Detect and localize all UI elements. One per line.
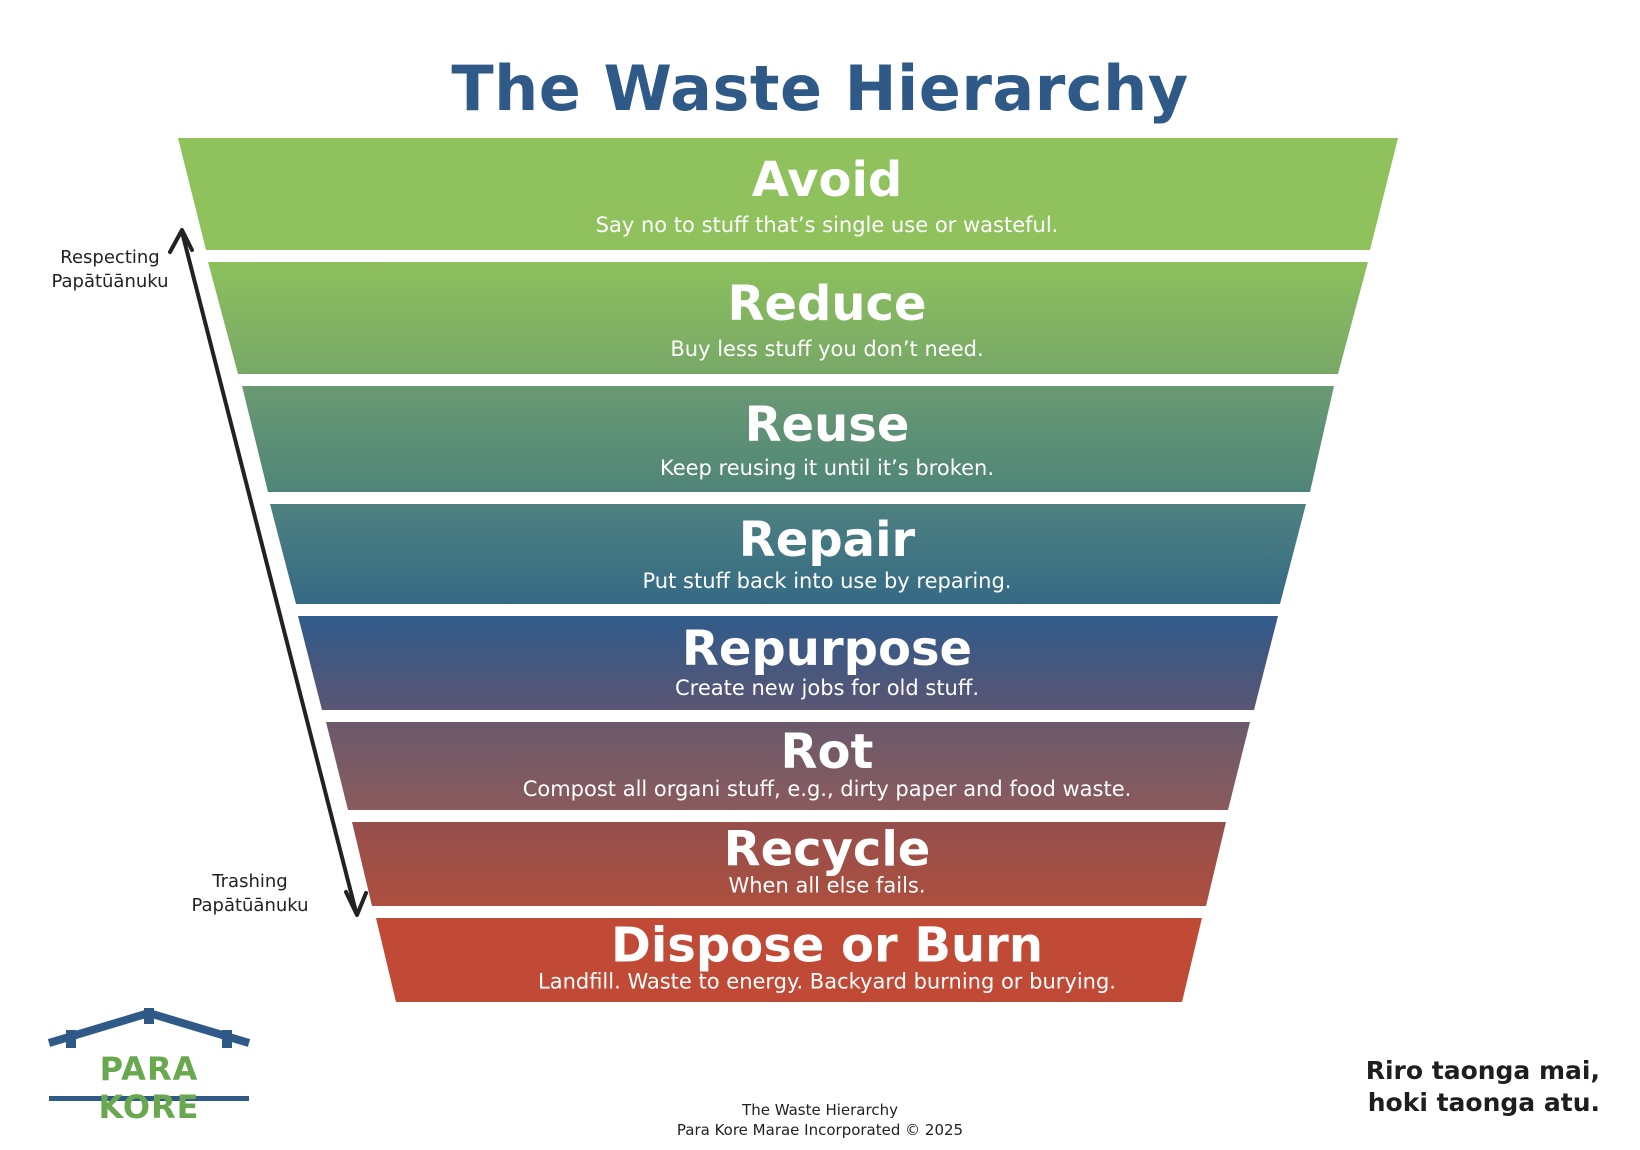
double-arrow-icon [168,228,368,917]
level-title: Rot [781,724,874,780]
level-band [326,722,1250,810]
level-description: Buy less stuff you don’t need. [670,337,983,361]
house-roof-icon [47,1008,251,1101]
footer-line-1: The Waste Hierarchy [742,1101,898,1119]
trashing-label: Trashing Papātūānuku [191,871,309,916]
motto: Riro taonga mai, hoki taonga atu. [1365,1056,1600,1117]
logo-text: PARA KORE [98,1050,200,1126]
level-title: Repair [739,512,916,568]
level-band [208,262,1368,374]
page-title: The Waste Hierarchy [451,52,1189,125]
para-kore-logo: PARA KORE [44,1008,254,1126]
level-title: Recycle [724,822,931,878]
level-description: Say no to stuff that’s single use or was… [596,213,1059,237]
level-band [298,616,1278,710]
level-description: Compost all organi stuff, e.g., dirty pa… [523,777,1132,801]
level-band [352,822,1226,906]
footer-line-2: Para Kore Marae Incorporated © 2025 [676,1121,964,1139]
level-band [178,138,1398,250]
level-title: Reduce [727,276,926,332]
level-description: Create new jobs for old stuff. [675,676,979,700]
level-title: Reuse [745,397,910,453]
level-band [376,918,1202,1002]
level-description: Keep reusing it until it’s broken. [660,456,994,480]
level-band [242,386,1334,492]
level-title: Avoid [752,152,903,208]
level-description: Put stuff back into use by reparing. [643,569,1012,593]
level-description: When all else fails. [728,874,925,898]
respecting-label: Respecting Papātūānuku [51,247,169,292]
level-band [270,504,1306,604]
footer: The Waste Hierarchy Para Kore Marae Inco… [0,1100,1640,1140]
level-title: Repurpose [682,621,972,677]
level-description: Landfill. Waste to energy. Backyard burn… [538,970,1116,994]
level-title: Dispose or Burn [611,918,1043,974]
